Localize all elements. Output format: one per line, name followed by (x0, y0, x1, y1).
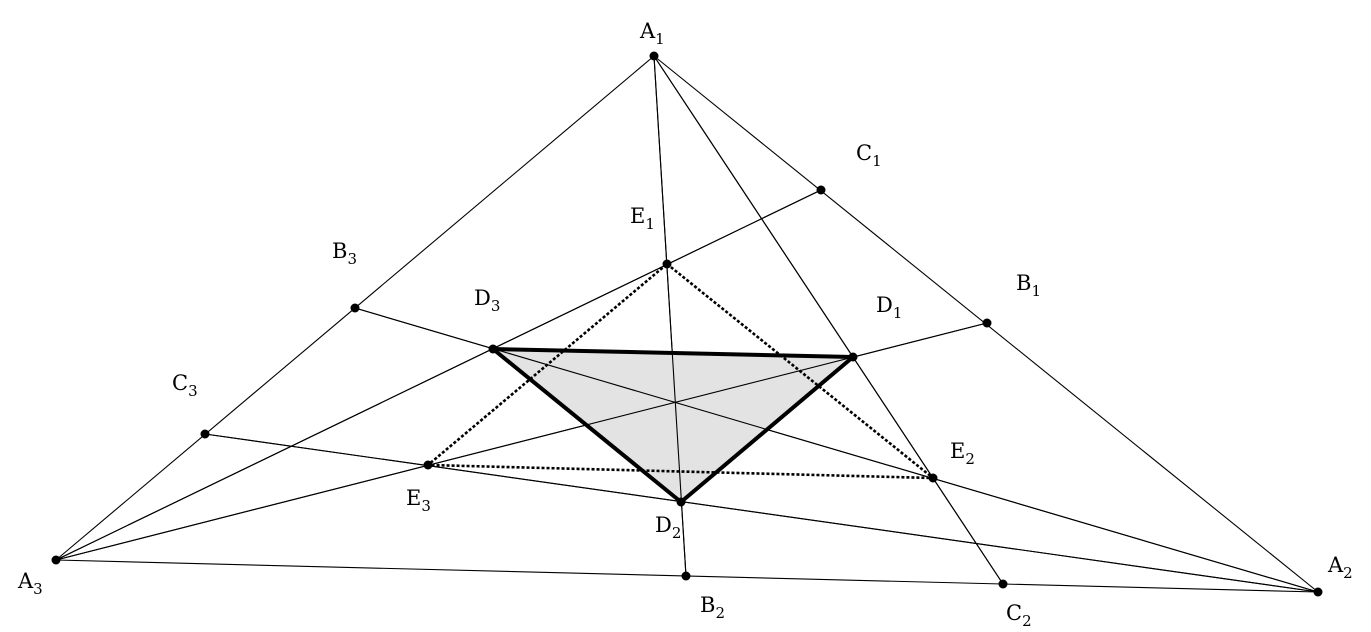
label-D1: D1 (876, 293, 902, 322)
label-subscript: 3 (491, 297, 501, 315)
label-subscript: 1 (645, 215, 655, 233)
label-C3: C3 (172, 371, 198, 400)
label-E3: E3 (406, 486, 431, 515)
triangle-E1E2E3 (424, 262, 937, 480)
segment-overlay-A2-C3 (204, 433, 1319, 593)
label-B3: B3 (332, 239, 357, 268)
label-C1: C1 (856, 141, 882, 170)
label-subscript: 1 (1031, 282, 1041, 300)
label-subscript: 2 (715, 604, 725, 622)
label-A2: A2 (1327, 553, 1353, 582)
label-letter: D (655, 513, 672, 537)
label-subscript: 3 (347, 250, 357, 268)
segment-overlay-A1-B2 (653, 55, 687, 577)
label-subscript: 2 (672, 524, 682, 542)
point-C3 (200, 429, 210, 439)
point-E3 (423, 460, 433, 470)
point-E2 (928, 473, 938, 483)
point-A2 (1313, 587, 1323, 597)
point-D2 (676, 497, 686, 507)
point-B1 (982, 318, 992, 328)
point-D3 (488, 344, 498, 354)
label-letter: B (700, 593, 715, 617)
segment-overlay-A3-B1 (55, 322, 988, 561)
label-letter: A (1327, 553, 1344, 577)
label-letter: B (1016, 271, 1031, 295)
label-letter: C (856, 141, 872, 165)
segment-overlay-A2-B3 (354, 307, 1319, 593)
point-B3 (350, 303, 360, 313)
point-C1 (816, 185, 826, 195)
label-letter: E (630, 204, 645, 228)
label-letter: E (406, 486, 421, 510)
label-letter: D (876, 293, 893, 317)
label-subscript: 2 (965, 450, 975, 468)
label-letter: B (332, 239, 347, 263)
point-A3 (51, 555, 61, 565)
point-A1 (649, 51, 659, 61)
label-letter: A (17, 569, 34, 593)
label-subscript: 1 (893, 304, 903, 322)
segment-overlay-A3-C1 (55, 189, 822, 561)
point-E1 (662, 259, 672, 269)
label-subscript: 2 (1343, 564, 1353, 582)
label-subscript: 1 (655, 30, 665, 48)
label-E1: E1 (630, 204, 655, 233)
point-B2 (681, 571, 691, 581)
label-subscript: 3 (188, 382, 198, 400)
label-subscript: 3 (421, 497, 431, 515)
label-E2: E2 (950, 439, 975, 468)
label-D2: D2 (655, 513, 681, 542)
label-A1: A1 (639, 19, 665, 48)
point-C2 (998, 579, 1008, 589)
label-letter: D (474, 286, 491, 310)
label-subscript: 1 (872, 152, 882, 170)
label-D3: D3 (474, 286, 500, 315)
label-C2: C2 (1006, 601, 1032, 630)
label-letter: C (1006, 601, 1022, 625)
label-letter: A (639, 19, 656, 43)
label-letter: C (172, 371, 188, 395)
label-A3: A3 (17, 569, 43, 598)
label-letter: E (950, 439, 965, 463)
points (51, 51, 1323, 597)
label-B2: B2 (700, 593, 725, 622)
interior-cevian-segments (55, 55, 1319, 593)
label-B1: B1 (1016, 271, 1041, 300)
label-subscript: 2 (1022, 612, 1032, 630)
segment-overlay-A1-C2 (653, 55, 1004, 585)
label-subscript: 3 (33, 580, 43, 598)
point-D1 (848, 352, 858, 362)
